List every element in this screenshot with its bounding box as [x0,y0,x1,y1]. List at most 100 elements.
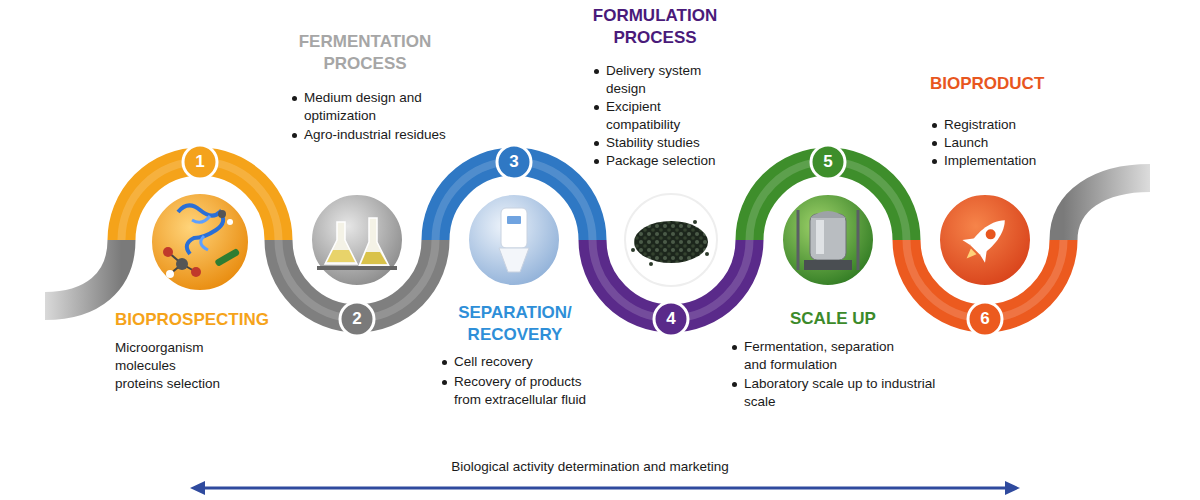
rocket-illustration [962,232,993,263]
text-group: SEPARATION/ RECOVERY [440,302,590,346]
bullet-item: Laboratory scale up to industrial scale [730,375,970,411]
separator-illustration [468,194,560,286]
bullet-item: Medium design and optimization [290,89,465,125]
flask-illustration [359,218,389,266]
text-group: Biological activity determination and ma… [300,458,880,476]
rocket-illustration [939,194,1031,286]
granules-illustration [631,248,635,252]
flask-illustration [311,194,403,286]
step-badge: 5 [809,143,847,181]
reactor-illustration [797,210,800,270]
bullet-item: Excipient compatibility [592,98,732,134]
text-group: Cell recoveryRecovery of products from e… [440,353,605,409]
molecule-illustration [166,270,174,278]
step-badge: 1 [181,143,219,181]
text-group: Fermentation, separation and formulation… [730,338,1020,411]
bullet-item: Cell recovery [440,353,605,371]
text-group: BIOPRODUCT [930,73,1090,95]
double-arrow [190,481,205,495]
bullet-item: Delivery system design [592,62,732,98]
reactor-illustration [782,194,874,286]
text-group: FORMULATION PROCESS [560,5,750,49]
molecule-illustration [151,193,249,291]
granules-illustration [634,221,708,263]
step-number: 6 [966,300,1004,338]
reactor-illustration [782,194,874,286]
reactor-illustration [857,210,860,270]
stage-heading: BIOPRODUCT [930,73,1090,95]
granules-illustration [705,252,709,256]
granules-illustration [693,220,697,224]
bullet-item: Fermentation, separation and formulation [730,338,910,374]
granules-illustration [649,262,653,266]
double-arrow [190,481,1020,495]
step-badge: 2 [338,300,376,338]
molecule-illustration [176,258,188,270]
text-group: SCALE UP [790,308,930,330]
step-number: 2 [338,300,376,338]
text-group: BIOPROSPECTING [115,309,345,331]
molecule-illustration [227,219,233,225]
stage-heading: SCALE UP [790,308,930,330]
separator-illustration [501,208,527,248]
stage-heading: FERMENTATION PROCESS [265,31,465,75]
molecule-illustration [191,267,201,277]
ribbon [45,162,1150,319]
flask-illustration [325,222,357,264]
bullet-item: Implementation [930,152,1090,170]
text-group: RegistrationLaunchImplementation [930,116,1090,170]
bullet-item: Launch [930,134,1090,152]
flask-illustration [327,250,355,262]
body-text: Microorganism molecules proteins selecti… [115,339,225,393]
step-number: 3 [495,143,533,181]
molecule-illustration [151,193,249,291]
bullet-item: Registration [930,116,1090,134]
double-arrow [1005,481,1020,495]
molecule-illustration [178,205,223,254]
ribbon-highlight [122,162,1064,319]
molecule-illustration [163,247,173,257]
bullet-item: Agro-industrial residues [290,126,465,144]
molecule-illustration [218,210,226,218]
reactor-illustration [810,211,846,218]
rocket-illustration [968,214,1011,257]
bullet-item: Package selection [592,152,732,170]
stage-heading: FORMULATION PROCESS [560,5,750,49]
rocket-illustration [955,209,1016,270]
molecule-illustration [192,216,210,250]
step-badge: 6 [966,300,1004,338]
bullet-item: Stability studies [592,134,732,152]
rocket-illustration [939,194,1031,286]
bullet-item: Recovery of products from extracellular … [440,373,605,409]
ribbon-tail [1064,178,1151,240]
body-text: Biological activity determination and ma… [300,458,880,476]
text-group: Medium design and optimizationAgro-indus… [290,89,465,144]
text-group: FERMENTATION PROCESS [265,31,465,75]
stage-heading: BIOPROSPECTING [115,309,345,331]
text-group: Microorganism molecules proteins selecti… [115,339,345,393]
step-number: 4 [652,300,690,338]
flask-illustration [361,252,387,264]
separator-illustration [507,216,521,224]
separator-illustration [468,194,560,286]
step-badge: 3 [495,143,533,181]
reactor-illustration [804,260,852,270]
stage-heading: SEPARATION/ RECOVERY [440,302,590,346]
step-number: 5 [809,143,847,181]
double-arrow [200,487,1010,490]
rocket-illustration [984,227,998,241]
granules-illustration [625,194,717,286]
text-group: Delivery system designExcipient compatib… [592,62,732,170]
reactor-illustration [816,220,824,254]
reactor-illustration [810,214,846,260]
rocket-illustration [964,248,977,261]
step-badge: 4 [652,300,690,338]
step-number: 1 [181,143,219,181]
flask-illustration [311,194,403,286]
molecule-illustration [214,248,240,267]
ribbon-tail [45,240,122,306]
granules-illustration [625,194,717,286]
separator-illustration [499,248,529,272]
